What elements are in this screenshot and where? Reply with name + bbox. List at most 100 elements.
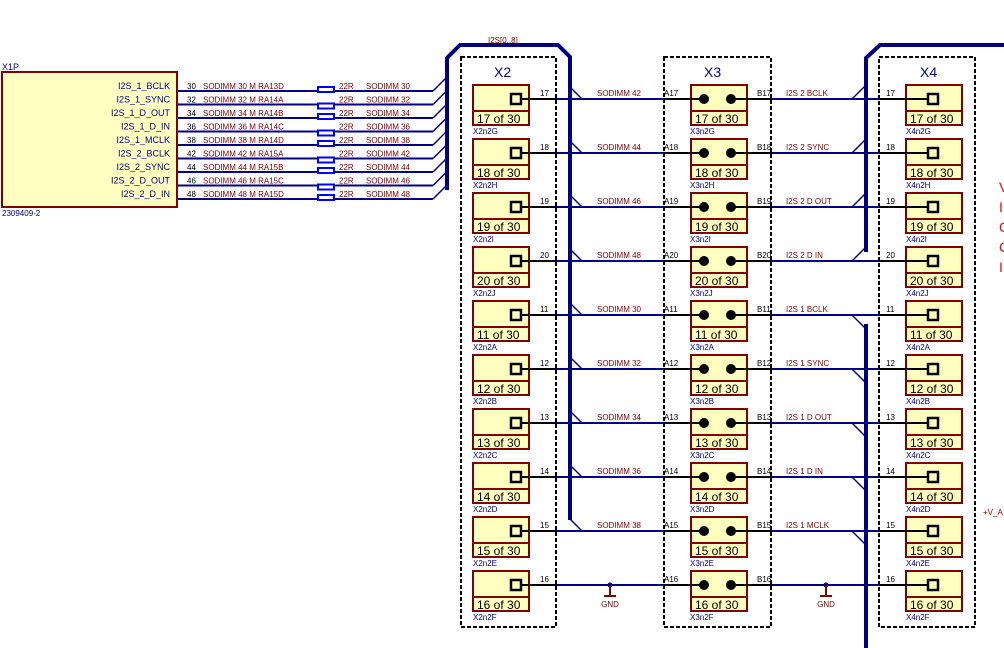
x1p-pin-number: 42 bbox=[187, 150, 196, 159]
x1p-pin-name: I2S_1_SYNC bbox=[116, 95, 170, 105]
warning-text-fragment: I bbox=[999, 259, 1003, 275]
square-pad-icon bbox=[926, 92, 940, 106]
x2-group-box bbox=[460, 56, 557, 628]
left-net-label: SODIMM 44 bbox=[597, 143, 642, 152]
x4-pin-number: 12 bbox=[886, 359, 895, 368]
warning-text-fragment: V bbox=[999, 179, 1004, 195]
out-net-label: SODIMM 32 bbox=[366, 96, 411, 105]
bus-i2s-left[interactable] bbox=[445, 43, 572, 520]
x1p-connector[interactable]: X1P 2309409-2 I2S_1_BCLKI2S_1_SYNCI2S_1_… bbox=[1, 62, 178, 218]
resistor-RA15A[interactable] bbox=[317, 156, 335, 164]
square-pad-icon bbox=[509, 254, 523, 268]
x2-ref: X2n2C bbox=[473, 451, 498, 460]
part-of-label: 13 of 30 bbox=[477, 436, 521, 450]
square-pad-icon bbox=[509, 470, 523, 484]
x2-ref: X2n2E bbox=[473, 559, 497, 568]
x4-ref: X4n2E bbox=[906, 559, 930, 568]
square-pad-icon bbox=[926, 362, 940, 376]
bus-entry bbox=[432, 116, 448, 133]
resistor-RA14B[interactable] bbox=[317, 113, 335, 120]
x3-ref: X3n2H bbox=[690, 181, 715, 190]
resistor-RA15D[interactable] bbox=[317, 194, 335, 201]
x1p-pin-name: I2S_2_SYNC bbox=[116, 162, 170, 172]
left-net-label: SODIMM 34 bbox=[597, 413, 642, 422]
x1p-pin-number: 48 bbox=[187, 190, 196, 199]
x1p-pin-number: 44 bbox=[187, 163, 196, 172]
right-net-label: I2S 2 SYNC bbox=[786, 143, 829, 152]
x3-ref: X3n2I bbox=[690, 235, 711, 244]
x1p-pin-name: I2S_2_BCLK bbox=[118, 149, 170, 159]
resistor-RA14A[interactable] bbox=[317, 102, 335, 110]
x3-pin-b-number: B16 bbox=[757, 575, 772, 584]
part-of-label: 15 of 30 bbox=[695, 544, 739, 558]
right-net-label: I2S 2 D IN bbox=[786, 251, 823, 260]
x2-pin-number: 17 bbox=[540, 89, 549, 98]
part-of-label: 19 of 30 bbox=[695, 220, 739, 234]
net-label: SODIMM 30 M RA13D bbox=[203, 82, 284, 91]
bus-i2s-right-top[interactable] bbox=[864, 43, 1004, 252]
bus-entry bbox=[432, 130, 448, 146]
x3-pin-body bbox=[690, 462, 748, 504]
x3-pin-b-number: B19 bbox=[757, 197, 772, 206]
x3-ref: X3n2G bbox=[690, 127, 715, 136]
net-label: SODIMM 38 M RA14D bbox=[203, 136, 284, 145]
x3-pin-a-number: A18 bbox=[664, 143, 679, 152]
right-net-label: I2S 2 D OUT bbox=[786, 197, 832, 206]
square-pad-icon bbox=[926, 470, 940, 484]
x3-pin-body bbox=[690, 192, 748, 234]
x1p-pin-name: I2S_2_D_IN bbox=[121, 189, 170, 199]
x2-pin-number: 15 bbox=[540, 521, 549, 530]
right-net-label: I2S 1 SYNC bbox=[786, 359, 829, 368]
x1p-pin-number: 36 bbox=[187, 123, 196, 132]
x2-pin-number: 14 bbox=[540, 467, 549, 476]
gnd-label: GND bbox=[601, 600, 619, 609]
part-of-label: 20 of 30 bbox=[695, 274, 739, 288]
resistor-RA15C[interactable] bbox=[317, 183, 335, 191]
bus-entry-right bbox=[851, 246, 867, 262]
bus-entry-left bbox=[569, 410, 583, 424]
resistor-RA14D[interactable] bbox=[317, 140, 335, 147]
x1p-pin-number: 32 bbox=[187, 96, 196, 105]
resistor-RA13D[interactable] bbox=[317, 86, 335, 93]
x4-pin-number: 19 bbox=[886, 197, 895, 206]
resistor-RA14C[interactable] bbox=[317, 129, 335, 137]
resistor-value: 22R bbox=[339, 82, 354, 91]
bus-entry-left bbox=[569, 464, 583, 478]
bus-entry-left bbox=[569, 302, 583, 316]
x2-pin-number: 12 bbox=[540, 359, 549, 368]
resistor-RA15B[interactable] bbox=[317, 167, 335, 174]
x2-ref: X2n2D bbox=[473, 505, 498, 514]
part-of-label: 20 of 30 bbox=[910, 274, 954, 288]
